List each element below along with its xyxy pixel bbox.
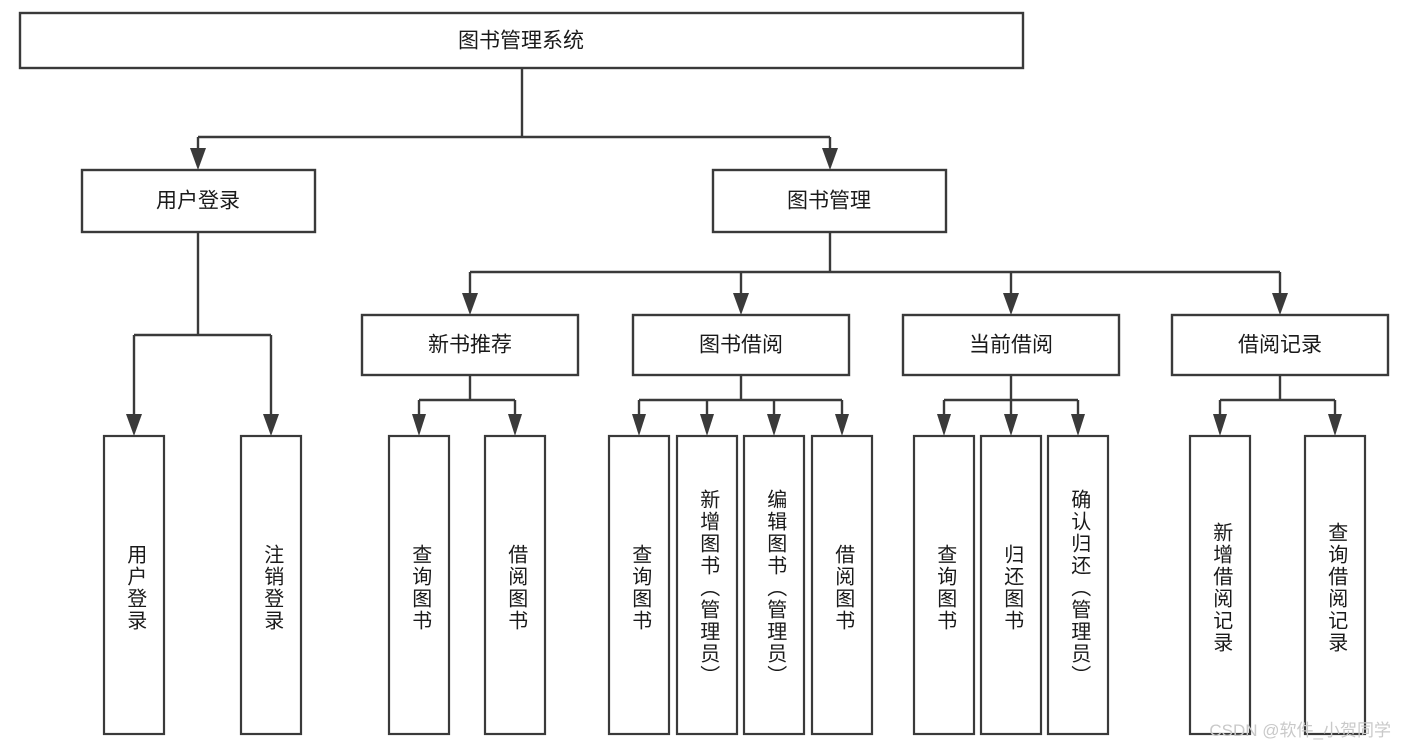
leaf-borrow-edit-book-rect xyxy=(742,434,806,736)
leaf-recommend-borrow-book-rect xyxy=(483,434,547,736)
node-new-book-recommend-rect xyxy=(360,313,580,377)
leaf-current-return-book-label: 归还图书 xyxy=(1001,544,1024,632)
leaf-borrow-add-book-label: 新增图书（管理员） xyxy=(697,489,720,687)
leaf-borrow-borrow-book-label: 借阅图书 xyxy=(832,544,855,632)
arrow-head-tier3-4 xyxy=(1272,293,1288,315)
node-book-management-rect xyxy=(711,168,948,234)
leaf-borrow-query-book-rect xyxy=(607,434,671,736)
node-current-borrow-rect xyxy=(901,313,1121,377)
leaf-current-query-book[interactable]: 查询图书 xyxy=(912,434,976,736)
leaf-borrow-edit-book-label: 编辑图书（管理员） xyxy=(764,489,787,687)
node-book-borrow-label: 图书借阅 xyxy=(699,334,783,357)
arrow-head-borrow-3 xyxy=(767,414,781,436)
node-book-borrow-rect xyxy=(631,313,851,377)
leaf-current-return-book-rect xyxy=(979,434,1043,736)
leaf-user-login-logout-rect xyxy=(239,434,303,736)
leaf-borrow-add-book[interactable]: 新增图书（管理员） xyxy=(675,434,739,736)
node-user-login-label: 用户登录 xyxy=(156,190,240,213)
node-book-borrow[interactable]: 图书借阅 xyxy=(631,313,851,377)
leaf-record-query-record-label: 查询借阅记录 xyxy=(1325,522,1348,654)
node-book-management[interactable]: 图书管理 xyxy=(711,168,948,234)
leaf-borrow-add-book-rect xyxy=(675,434,739,736)
leaf-record-add-record[interactable]: 新增借阅记录 xyxy=(1188,434,1252,736)
leaf-borrow-query-book-label: 查询图书 xyxy=(629,544,652,632)
leaf-record-query-record-rect xyxy=(1303,434,1367,736)
arrow-head-borrow-2 xyxy=(700,414,714,436)
leaf-current-return-book[interactable]: 归还图书 xyxy=(979,434,1043,736)
leaf-user-login-login-label: 用户登录 xyxy=(124,544,147,632)
arrow-head-current-3 xyxy=(1071,414,1085,436)
node-new-book-recommend-label: 新书推荐 xyxy=(428,334,512,357)
node-root-book-management-system[interactable]: 图书管理系统 xyxy=(18,11,1025,70)
node-root-rect xyxy=(18,11,1025,70)
arrow-head-current-2 xyxy=(1004,414,1018,436)
node-user-login-rect xyxy=(80,168,317,234)
node-new-book-recommend[interactable]: 新书推荐 xyxy=(360,313,580,377)
leaf-borrow-borrow-book[interactable]: 借阅图书 xyxy=(810,434,874,736)
leaf-borrow-query-book[interactable]: 查询图书 xyxy=(607,434,671,736)
arrow-head-current-1 xyxy=(937,414,951,436)
leaf-borrow-borrow-book-rect xyxy=(810,434,874,736)
arrow-head-record-2 xyxy=(1328,414,1342,436)
leaf-record-query-record[interactable]: 查询借阅记录 xyxy=(1303,434,1367,736)
leaf-user-login-login[interactable]: 用户登录 xyxy=(102,434,166,736)
connector-group xyxy=(126,68,1342,436)
node-root-label: 图书管理系统 xyxy=(458,30,584,53)
arrow-head-tier3-1 xyxy=(462,293,478,315)
leaf-record-add-record-label: 新增借阅记录 xyxy=(1210,522,1233,654)
node-borrow-record-rect xyxy=(1170,313,1390,377)
node-borrow-record-label: 借阅记录 xyxy=(1238,334,1322,357)
arrow-head-record-1 xyxy=(1213,414,1227,436)
arrow-head-tier3-2 xyxy=(733,293,749,315)
arrow-head-tier2-1 xyxy=(190,148,206,170)
leaf-recommend-query-book-label: 查询图书 xyxy=(409,544,432,632)
leaf-user-login-logout[interactable]: 注销登录 xyxy=(239,434,303,736)
node-borrow-record[interactable]: 借阅记录 xyxy=(1170,313,1390,377)
arrow-head-borrow-4 xyxy=(835,414,849,436)
arrow-head-userlogin-2 xyxy=(263,414,279,436)
leaf-current-confirm-return-rect xyxy=(1046,434,1110,736)
arrow-head-recommend-2 xyxy=(508,414,522,436)
leaf-recommend-query-book[interactable]: 查询图书 xyxy=(387,434,451,736)
leaf-record-add-record-rect xyxy=(1188,434,1252,736)
leaf-user-login-logout-label: 注销登录 xyxy=(261,544,284,632)
arrow-head-tier3-3 xyxy=(1003,293,1019,315)
leaf-current-query-book-rect xyxy=(912,434,976,736)
leaf-current-query-book-label: 查询图书 xyxy=(934,544,957,632)
node-user-login[interactable]: 用户登录 xyxy=(80,168,317,234)
leaf-user-login-login-rect xyxy=(102,434,166,736)
leaf-borrow-edit-book[interactable]: 编辑图书（管理员） xyxy=(742,434,806,736)
node-current-borrow-label: 当前借阅 xyxy=(969,334,1053,357)
leaf-current-confirm-return[interactable]: 确认归还（管理员） xyxy=(1046,434,1110,736)
leaf-recommend-borrow-book[interactable]: 借阅图书 xyxy=(483,434,547,736)
arrow-head-recommend-1 xyxy=(412,414,426,436)
leaf-recommend-query-book-rect xyxy=(387,434,451,736)
arrow-head-userlogin-1 xyxy=(126,414,142,436)
node-current-borrow[interactable]: 当前借阅 xyxy=(901,313,1121,377)
leaf-recommend-borrow-book-label: 借阅图书 xyxy=(505,544,528,632)
node-book-management-label: 图书管理 xyxy=(787,190,871,213)
arrow-head-borrow-1 xyxy=(632,414,646,436)
leaf-current-confirm-return-label: 确认归还（管理员） xyxy=(1068,489,1091,687)
arrow-head-tier2-2 xyxy=(822,148,838,170)
